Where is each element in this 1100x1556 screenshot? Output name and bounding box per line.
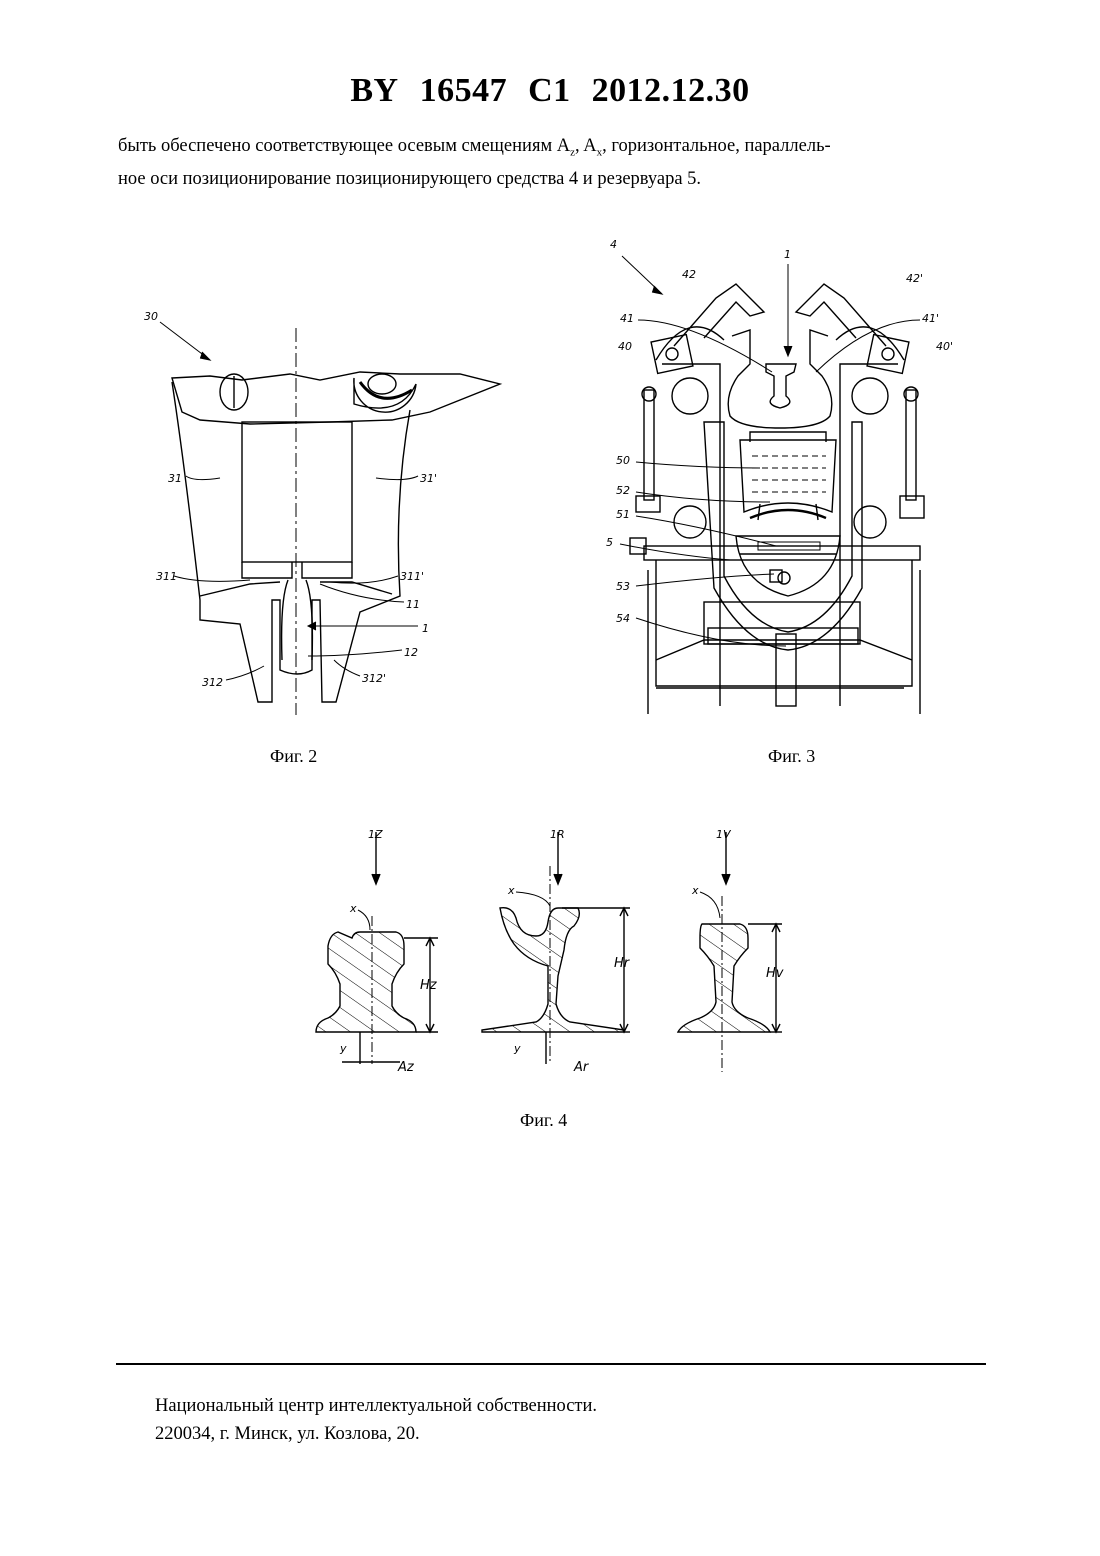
header-country: BY: [350, 72, 398, 109]
figure-2-drawing: 30 31 31' 311 311' 11 1 12 312 312': [130, 300, 510, 720]
fig4-label-1r: 1R: [550, 828, 565, 841]
footer-line-2: 220034, г. Минск, ул. Козлова, 20.: [155, 1420, 597, 1448]
figure-4-caption: Фиг. 4: [520, 1110, 567, 1131]
fig4-label-1z: 1Z: [368, 828, 383, 841]
footer-divider: [116, 1363, 986, 1365]
fig4-label-x1: x: [350, 902, 357, 915]
fig4-label-az: Az: [398, 1060, 414, 1075]
fig4-label-hv: Hv: [766, 966, 783, 981]
fig4-label-ar: Ar: [574, 1060, 588, 1075]
header-kind: C1: [528, 72, 571, 109]
footer-line-1: Национальный центр интеллектуальной собс…: [155, 1392, 597, 1420]
fig4-label-hz: Hz: [420, 978, 437, 993]
fig4-label-y1: y: [340, 1042, 347, 1055]
figure-3-caption: Фиг. 3: [768, 746, 815, 767]
fig4-label-hr: Hr: [614, 956, 629, 971]
figure-4-drawing: 1Z 1R 1V x x x Hz Hr Hv y y Az Ar: [300, 826, 820, 1086]
fig4-label-1v: 1V: [716, 828, 731, 841]
footer: Национальный центр интеллектуальной собс…: [155, 1392, 597, 1448]
fig4-label-x2: x: [508, 884, 515, 897]
fig4-label-x3: x: [692, 884, 699, 897]
fig4-label-y2: y: [514, 1042, 521, 1055]
header-number: 16547: [420, 72, 508, 109]
patent-header: BY 16547 C1 2012.12.30: [0, 72, 1100, 110]
figure-3-drawing: 4 1 42 42' 41 41' 40 40' 50 52 51 5 53 5…: [600, 236, 960, 716]
figure-2-caption: Фиг. 2: [270, 746, 317, 767]
body-paragraph: быть обеспечено соответствующее осевым с…: [118, 133, 984, 192]
header-date: 2012.12.30: [592, 72, 750, 109]
